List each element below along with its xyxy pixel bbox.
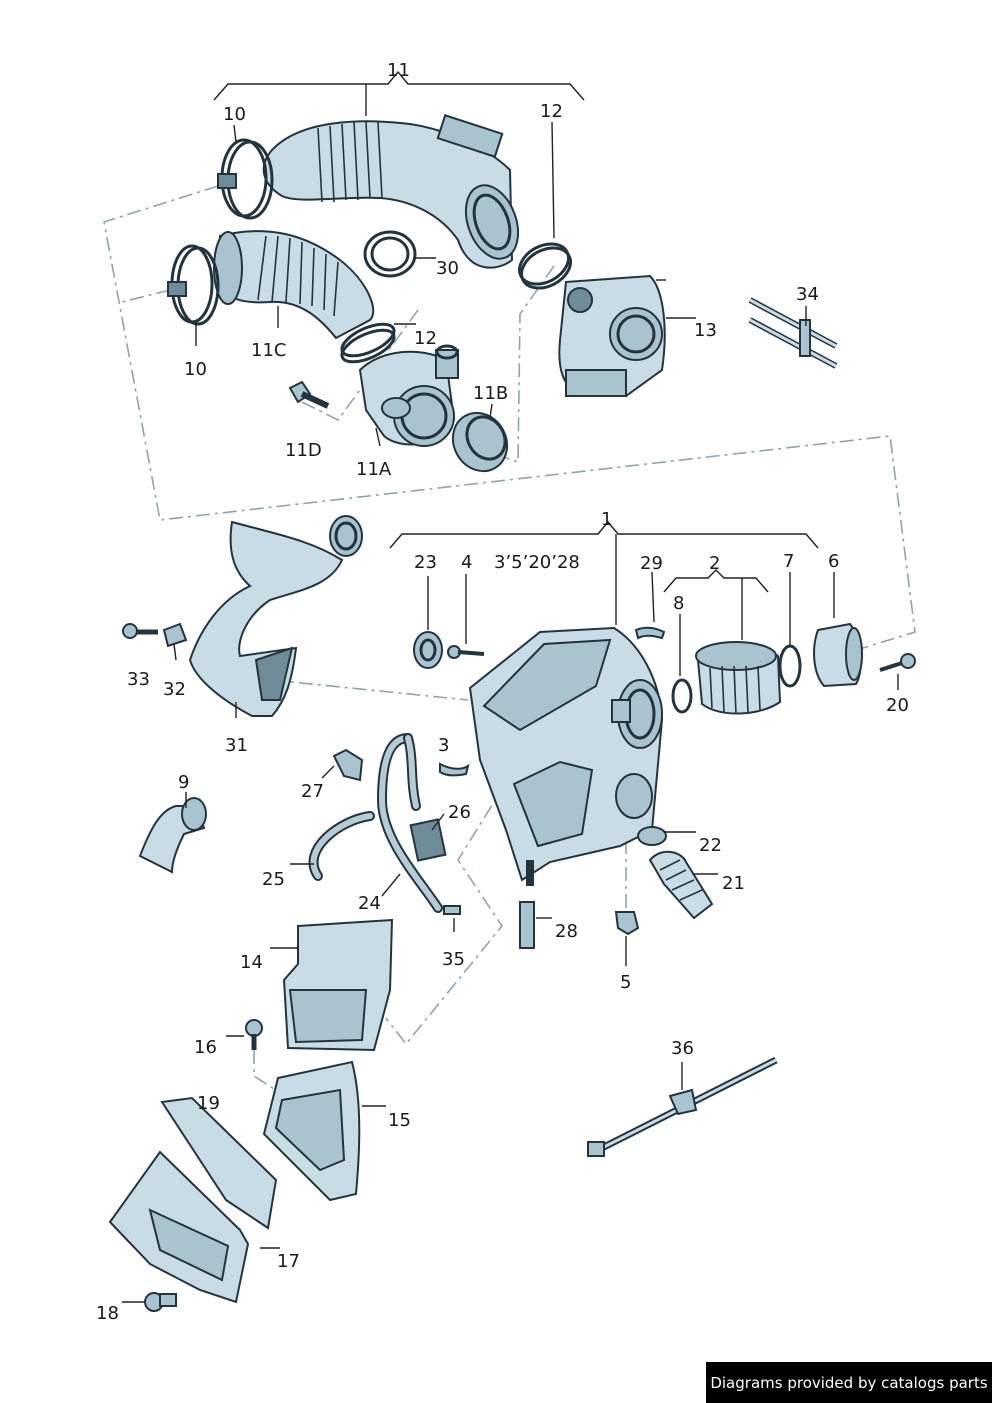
clip-29 (634, 626, 666, 640)
bolt-11D (288, 380, 330, 409)
flange-housing-11A (358, 344, 459, 447)
leader-lines (122, 121, 899, 1303)
label-2: 2 (709, 553, 721, 574)
hose-25 (308, 811, 375, 881)
label-1: 1 (601, 509, 613, 530)
hose-clamp-10-lower (167, 244, 220, 326)
seal-ring-22 (637, 826, 667, 846)
label-34: 34 (796, 284, 819, 305)
filter-element-2 (695, 641, 782, 715)
label-36: 36 (671, 1038, 694, 1059)
label-12-lower: 12 (414, 328, 437, 349)
label-13: 13 (694, 320, 717, 341)
label-28: 28 (555, 921, 578, 942)
hose-clamp-12-lower (340, 322, 396, 364)
clip-3 (439, 762, 470, 777)
label-8: 8 (673, 593, 685, 614)
screw-16 (245, 1019, 263, 1050)
label-11C: 11C (251, 340, 287, 361)
intake-pipe-31 (188, 515, 363, 717)
label-10-lower: 10 (184, 359, 207, 380)
throttle-valve-13 (558, 274, 666, 398)
corrugated-hose-11C (213, 230, 375, 340)
connector-35 (443, 905, 461, 915)
hose-clamp-10-upper (217, 138, 274, 220)
clip-18 (144, 1292, 177, 1312)
label-11: 11 (387, 60, 410, 81)
group-bracket-2 (663, 569, 769, 640)
label-4: 4 (461, 552, 473, 573)
label-11B: 11B (473, 383, 509, 404)
label-23: 23 (414, 552, 437, 573)
intake-hose-11 (262, 114, 520, 269)
cable-tie-36 (587, 1056, 778, 1157)
bolt-4 (447, 645, 485, 659)
hose-clamp-12-upper (518, 242, 572, 290)
air-filter-housing-1 (468, 626, 664, 886)
group-bracket-1 (389, 520, 819, 625)
label-7: 7 (783, 551, 795, 572)
label-5: 5 (620, 972, 632, 993)
label-14: 14 (240, 952, 263, 973)
credit-banner: Diagrams provided by catalogs parts (706, 1362, 992, 1403)
clip-32 (162, 622, 188, 648)
cable-tie-34 (748, 297, 838, 369)
label-25: 25 (262, 869, 285, 890)
label-29: 29 (640, 553, 663, 574)
label-17: 17 (277, 1251, 300, 1272)
valve-5 (614, 911, 640, 936)
connector-6 (813, 622, 863, 688)
label-11A: 11A (356, 459, 392, 480)
label-24: 24 (358, 893, 381, 914)
label-3-5-20-28: 3’5’20’28 (494, 552, 580, 573)
elbow-9 (138, 797, 207, 874)
label-18: 18 (96, 1303, 119, 1324)
hose-21 (648, 850, 714, 920)
label-6: 6 (828, 551, 840, 572)
trim-19 (160, 1096, 278, 1230)
hose-24 (376, 733, 443, 913)
seal-ring-30 (363, 230, 417, 278)
screw-20 (879, 653, 916, 672)
air-guide-14 (282, 918, 394, 1052)
label-11D: 11D (285, 440, 322, 461)
seal-ring-8 (671, 678, 693, 714)
label-35: 35 (442, 949, 465, 970)
label-10-upper: 10 (223, 104, 246, 125)
label-20: 20 (886, 695, 909, 716)
label-32: 32 (163, 679, 186, 700)
seal-ring-7 (778, 644, 802, 688)
panel-17 (108, 1150, 250, 1304)
group-bracket-11 (213, 70, 585, 116)
assembly-line-lower (253, 679, 627, 1113)
label-21: 21 (722, 873, 745, 894)
label-9: 9 (178, 772, 190, 793)
pin-28 (519, 901, 535, 949)
screw-33 (122, 623, 158, 639)
label-19: 19 (197, 1093, 220, 1114)
label-30: 30 (436, 258, 459, 279)
label-33: 33 (127, 669, 150, 690)
sleeve-11B (451, 411, 509, 473)
clip-27 (332, 748, 364, 782)
label-22: 22 (699, 835, 722, 856)
label-16: 16 (194, 1037, 217, 1058)
label-15: 15 (388, 1110, 411, 1131)
label-12-upper: 12 (540, 101, 563, 122)
label-3: 3 (438, 735, 450, 756)
label-27: 27 (301, 781, 324, 802)
label-31: 31 (225, 735, 248, 756)
valve-26 (409, 818, 447, 862)
grommet-23 (413, 631, 443, 669)
label-26: 26 (448, 802, 471, 823)
air-duct-15 (262, 1060, 361, 1202)
